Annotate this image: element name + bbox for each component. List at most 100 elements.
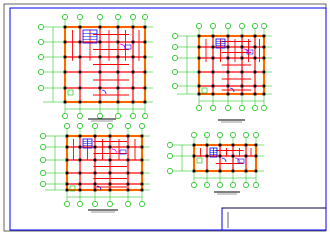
- fixture: [124, 44, 132, 50]
- structural-column: [116, 55, 120, 59]
- plan-bottom-left: [40, 123, 150, 213]
- axis-bubble-bottom: [142, 113, 148, 119]
- axis-bubble-bottom: [125, 201, 131, 207]
- axis-bubble-bottom: [196, 105, 202, 111]
- structural-column: [108, 188, 112, 192]
- structural-column: [131, 40, 135, 44]
- structural-column: [231, 143, 235, 147]
- axis-bubble-left: [38, 69, 44, 75]
- axis-bubble-left: [40, 170, 46, 176]
- structural-column: [226, 34, 230, 38]
- axis-bubble-left: [38, 24, 44, 30]
- axis-bubble-top: [239, 23, 245, 29]
- axis-bubble-top: [204, 132, 210, 138]
- axis-bubble-bottom: [62, 113, 68, 119]
- structural-column: [211, 92, 215, 96]
- axis-bubble-bottom: [77, 113, 83, 119]
- structural-column: [253, 34, 257, 38]
- axis-bubble-bottom: [252, 105, 258, 111]
- sheet-outer-border: [3, 3, 327, 232]
- axis-bubble-left: [40, 133, 46, 139]
- structural-column: [108, 158, 112, 162]
- structural-column: [226, 92, 230, 96]
- structural-column: [78, 171, 82, 175]
- door-swing: [119, 43, 126, 50]
- structural-column: [78, 86, 82, 90]
- wall-outline: [65, 134, 144, 192]
- structural-column: [78, 100, 82, 104]
- axis-bubble-top: [225, 23, 231, 29]
- structural-column: [253, 56, 257, 60]
- structural-column: [143, 25, 147, 29]
- structural-column: [143, 40, 147, 44]
- fixture: [67, 89, 74, 96]
- axis-bubble-top: [191, 132, 197, 138]
- structural-column: [98, 86, 102, 90]
- axis-bubble-left: [172, 33, 178, 39]
- structural-column: [93, 171, 97, 175]
- cad-sheet: [3, 3, 327, 232]
- fixture: [201, 87, 208, 94]
- axis-bubble-top: [243, 132, 249, 138]
- structural-column: [126, 188, 130, 192]
- axis-bubble-left: [167, 153, 173, 159]
- axis-bubble-top: [92, 123, 98, 129]
- axis-bubble-top: [130, 14, 136, 20]
- axis-bubble-top: [107, 123, 113, 129]
- structural-column: [262, 84, 266, 88]
- structural-column: [65, 188, 69, 192]
- axis-bubble-left: [38, 39, 44, 45]
- structural-column: [126, 134, 130, 138]
- axis-bubble-bottom: [191, 182, 197, 188]
- structural-column: [231, 169, 235, 173]
- structural-column: [262, 45, 266, 49]
- axis-bubble-top: [253, 132, 259, 138]
- structural-column: [108, 145, 112, 149]
- axis-bubble-left: [172, 83, 178, 89]
- structural-column: [131, 86, 135, 90]
- axis-bubble-left: [40, 157, 46, 163]
- structural-column: [254, 154, 258, 158]
- structural-column: [205, 169, 209, 173]
- structural-column: [211, 84, 215, 88]
- structural-column: [240, 84, 244, 88]
- axis-bubble-top: [77, 123, 83, 129]
- axis-bubble-top: [115, 14, 121, 20]
- structural-column: [65, 158, 69, 162]
- structural-column: [140, 134, 144, 138]
- structural-column: [262, 56, 266, 60]
- structural-column: [65, 145, 69, 149]
- structural-column: [244, 154, 248, 158]
- structural-column: [226, 70, 230, 74]
- structural-column: [218, 154, 222, 158]
- structural-column: [65, 134, 69, 138]
- axis-bubble-bottom: [210, 105, 216, 111]
- axis-bubble-top: [230, 132, 236, 138]
- structural-column: [131, 70, 135, 74]
- axis-bubble-left: [38, 85, 44, 91]
- axis-bubble-left: [172, 69, 178, 75]
- structural-column: [218, 143, 222, 147]
- axis-bubble-left: [167, 142, 173, 148]
- axis-bubble-bottom: [253, 182, 259, 188]
- fixture: [119, 149, 127, 155]
- structural-column: [192, 154, 196, 158]
- structural-column: [192, 169, 196, 173]
- structural-column: [63, 40, 67, 44]
- structural-column: [143, 100, 147, 104]
- structural-column: [131, 25, 135, 29]
- structural-column: [98, 55, 102, 59]
- axis-bubble-bottom: [107, 201, 113, 207]
- axis-bubble-top: [142, 14, 148, 20]
- structural-column: [78, 70, 82, 74]
- structural-column: [63, 100, 67, 104]
- structural-column: [197, 34, 201, 38]
- structural-column: [143, 86, 147, 90]
- axis-bubble-bottom: [130, 113, 136, 119]
- structural-column: [240, 56, 244, 60]
- structural-column: [63, 55, 67, 59]
- structural-column: [63, 70, 67, 74]
- axis-bubble-top: [125, 123, 131, 129]
- structural-column: [63, 86, 67, 90]
- structural-column: [205, 154, 209, 158]
